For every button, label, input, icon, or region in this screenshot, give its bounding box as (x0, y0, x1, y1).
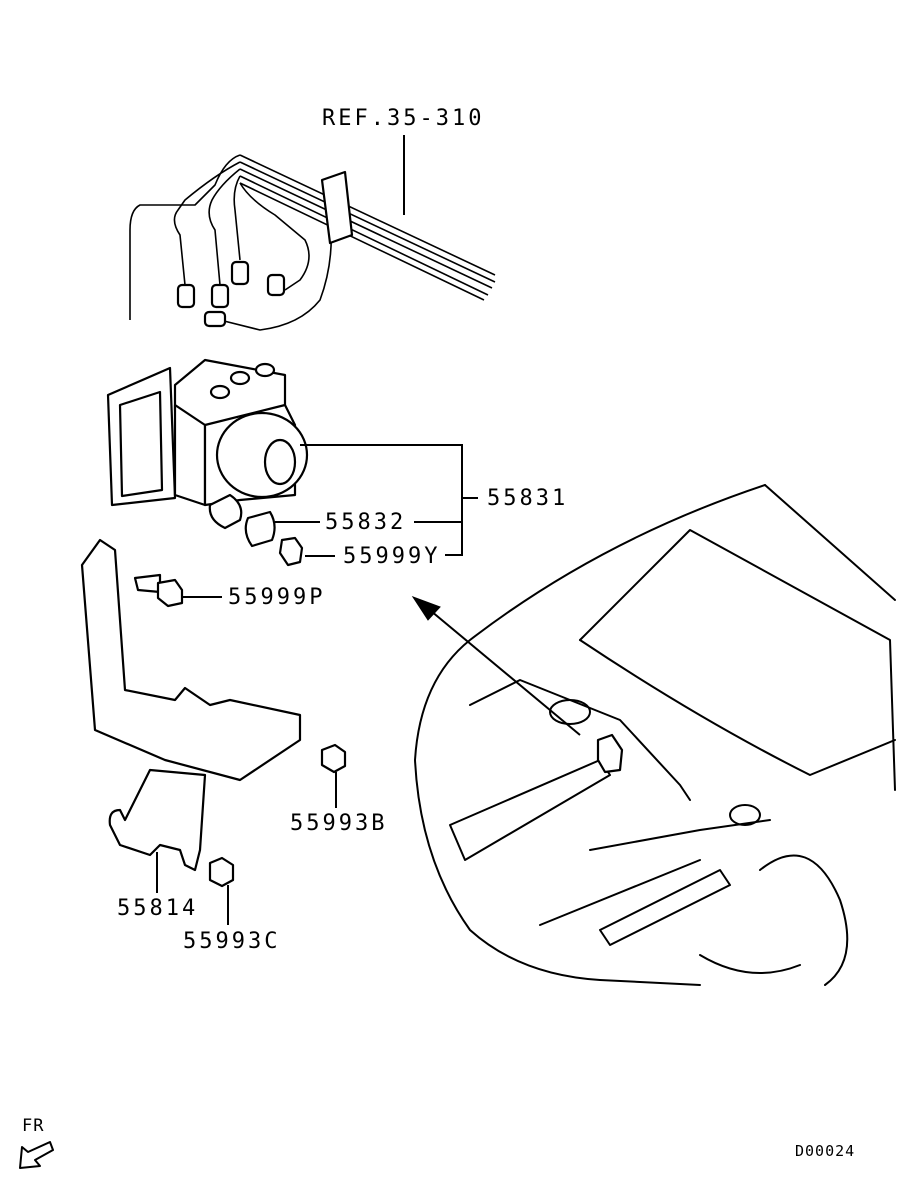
brake-tubes (129, 154, 496, 331)
callout-55993b: 55993B (290, 811, 388, 836)
front-indicator-label: FR (22, 1116, 45, 1136)
callout-55993c: 55993C (183, 929, 281, 954)
callout-55832: 55832 (325, 510, 407, 535)
location-arrow (411, 596, 581, 736)
callout-55814: 55814 (117, 896, 199, 921)
callout-55831: 55831 (487, 486, 569, 511)
callout-55999y: 55999Y (343, 544, 441, 569)
bracket-55814 (80, 538, 302, 872)
callout-ref-35-310: REF.35-310 (322, 106, 485, 131)
bolt-55999p (133, 573, 184, 608)
nut-55993c (208, 856, 235, 888)
abs-hydraulic-unit (106, 358, 309, 567)
callout-55999p: 55999P (228, 585, 326, 610)
drawing-id: D00024 (795, 1142, 856, 1160)
front-arrow-icon (19, 1141, 54, 1169)
leader-lines (156, 444, 478, 925)
vehicle-outline (414, 484, 896, 986)
nut-55993b (320, 743, 347, 774)
